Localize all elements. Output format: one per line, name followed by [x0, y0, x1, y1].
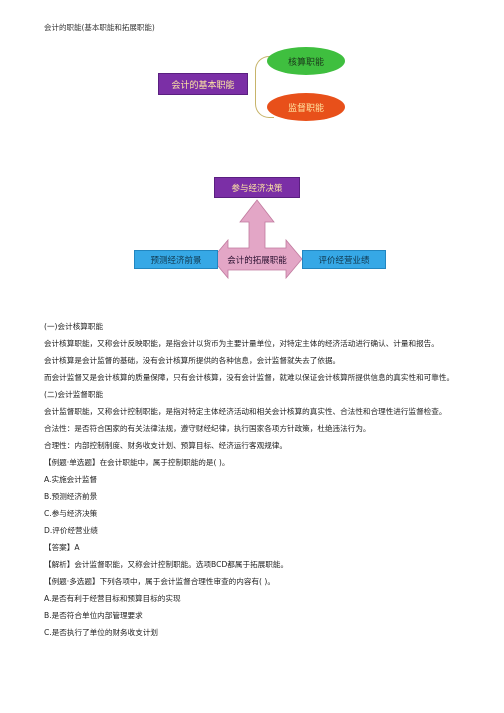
arrow-shape: [211, 199, 303, 280]
supervision-function-ellipse: 监督职能: [267, 93, 345, 121]
brace-connector: [255, 56, 274, 118]
forecast-box: 预测经济前景: [134, 250, 218, 269]
explanation: 【解析】会计监督职能，又称会计控制职能。选项BCD都属于拓展职能。: [44, 560, 289, 569]
paragraph: 会计核算是会计监督的基础，没有会计核算所提供的各种信息，会计监督就失去了依据。: [44, 356, 341, 365]
option-item: D.评价经营业绩: [44, 526, 98, 535]
paragraph: 会计监督职能，又称会计控制职能，是指对特定主体经济活动和相关会计核算的真实性、合…: [44, 407, 447, 416]
paragraph: 合法性：是否符合国家的有关法律法规，遵守财经纪律，执行国家各项方针政策，杜绝违法…: [44, 424, 371, 433]
option-item: A.实施会计监督: [44, 475, 98, 484]
section-heading: (二)会计监督职能: [44, 390, 104, 399]
basic-functions-diagram: 会计的基本职能 核算职能 监督职能: [0, 0, 504, 140]
extended-functions-diagram: 参与经济决策 预测经济前景 评价经营业绩 会计的拓展职能: [0, 170, 504, 280]
accounting-function-ellipse: 核算职能: [267, 47, 345, 75]
option-item: C.是否执行了单位的财务收支计划: [44, 628, 159, 637]
three-way-arrow-shape: [211, 199, 303, 280]
paragraph: 而会计监督又是会计核算的质量保障，只有会计核算，没有会计监督，就难以保证会计核算…: [44, 373, 455, 382]
option-item: A.是否有利于经营目标和预算目标的实现: [44, 594, 181, 603]
answer: 【答案】A: [44, 543, 80, 552]
extended-functions-label: 会计的拓展职能: [227, 255, 287, 266]
section-heading: (一)会计核算职能: [44, 322, 104, 331]
page-title: 会计的职能(基本职能和拓展职能): [44, 23, 155, 32]
document-body: (一)会计核算职能 会计核算职能，又称会计反映职能，是指会计以货币为主要计量单位…: [32, 322, 482, 645]
option-item: C.参与经济决策: [44, 509, 98, 518]
question-stem: 【例题·单选题】在会计职能中，属于控制职能的是( )。: [44, 458, 230, 467]
evaluate-box: 评价经营业绩: [302, 250, 386, 269]
option-item: B.是否符合单位内部管理要求: [44, 611, 143, 620]
paragraph: 合理性：内部控制制度、财务收支计划、预算目标、经济运行客观规律。: [44, 441, 287, 450]
decision-box: 参与经济决策: [214, 177, 300, 198]
question-stem: 【例题·多选题】下列各项中，属于会计监督合理性审查的内容有( )。: [44, 577, 275, 586]
basic-functions-box: 会计的基本职能: [158, 73, 248, 95]
option-item: B.预测经济前景: [44, 492, 98, 501]
paragraph: 会计核算职能，又称会计反映职能，是指会计以货币为主要计量单位，对特定主体的经济活…: [44, 339, 439, 348]
